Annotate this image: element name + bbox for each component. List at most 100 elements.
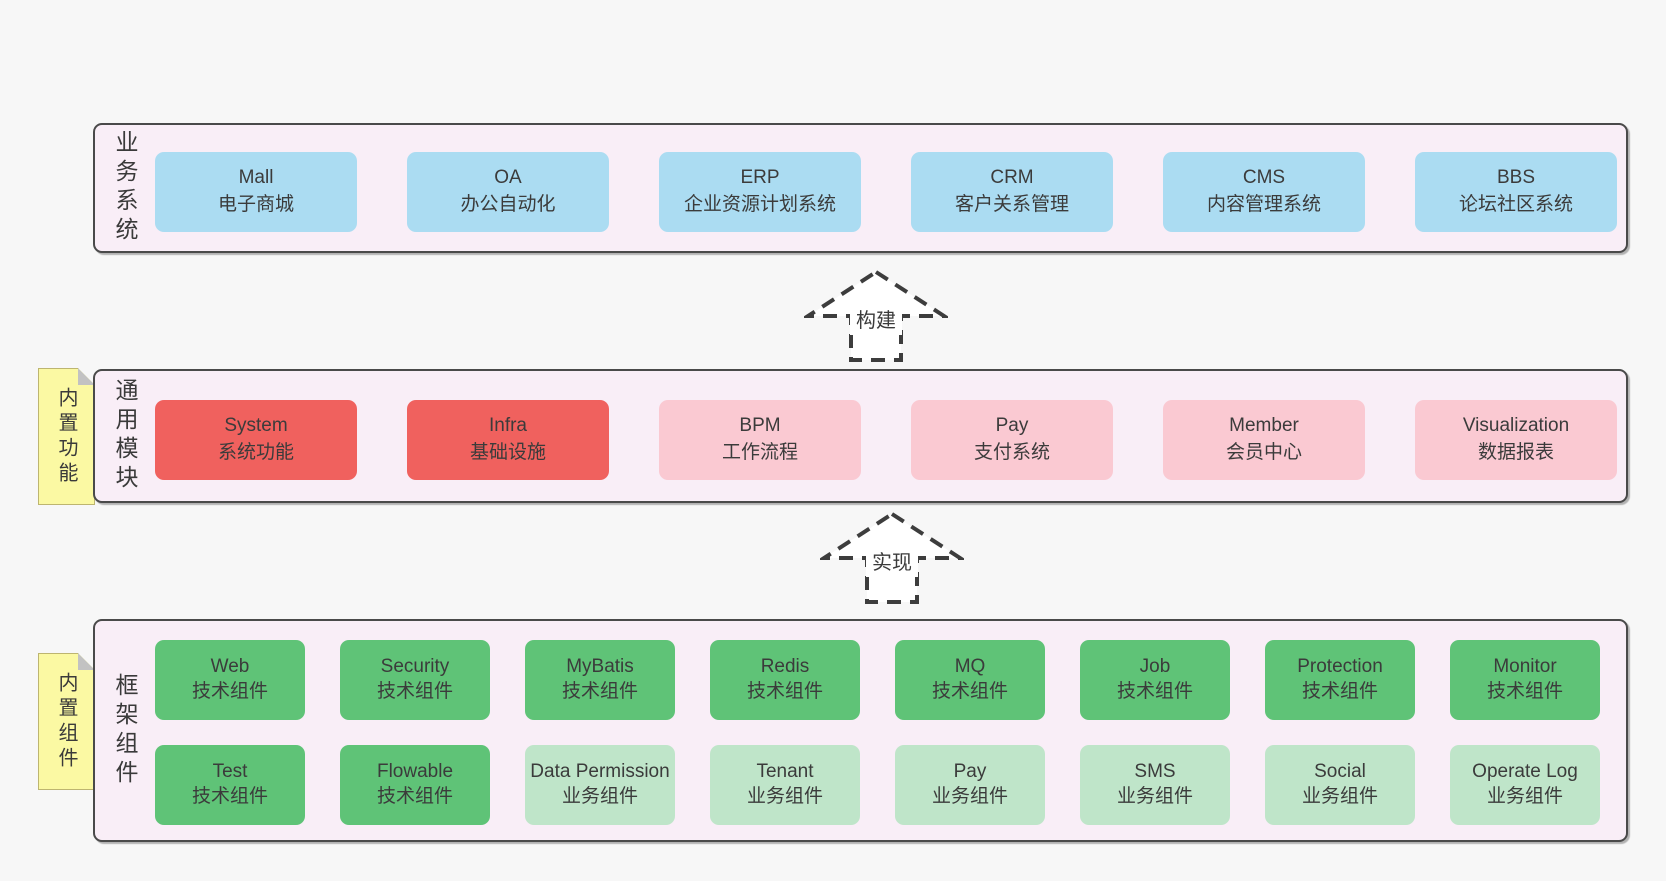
box-title-zh: 业务组件 bbox=[1116, 786, 1193, 807]
box-title-zh: 技术组件 bbox=[1486, 681, 1563, 702]
sticky-note-builtin-features: 内置功能 bbox=[38, 368, 95, 505]
box-title-en: Monitor bbox=[1493, 656, 1557, 678]
box-member: Member 会员中心 bbox=[1163, 400, 1365, 480]
box-title-en: Flowable bbox=[376, 761, 454, 783]
common-modules-row: System 系统功能 Infra 基础设施 BPM 工作流程 Pay 支付系统… bbox=[155, 400, 1617, 480]
arrow-build-icon: 构建 bbox=[804, 268, 948, 364]
box-title-en: Data Permission bbox=[530, 761, 670, 783]
box-title-en: Operate Log bbox=[1472, 761, 1578, 783]
box-title-en: OA bbox=[494, 167, 522, 189]
box-test: Test 技术组件 bbox=[155, 745, 305, 825]
box-operate-log: Operate Log 业务组件 bbox=[1450, 745, 1600, 825]
panel-framework-components: 框架组件 Web 技术组件 Security 技术组件 MyBatis 技术组件… bbox=[93, 619, 1628, 842]
box-title-zh: 技术组件 bbox=[561, 681, 638, 702]
panel-label-common-modules: 通用模块 bbox=[112, 378, 138, 494]
box-pay-component: Pay 业务组件 bbox=[895, 745, 1045, 825]
box-cms: CMS 内容管理系统 bbox=[1163, 152, 1365, 232]
box-title-en: System bbox=[224, 415, 288, 437]
box-title-zh: 业务组件 bbox=[1486, 786, 1563, 807]
box-title-en: Redis bbox=[760, 656, 810, 678]
box-title-en: Pay bbox=[953, 761, 987, 783]
box-oa: OA 办公自动化 bbox=[407, 152, 609, 232]
box-title-zh: 电子商城 bbox=[217, 194, 294, 215]
box-system: System 系统功能 bbox=[155, 400, 357, 480]
business-systems-row: Mall 电子商城 OA 办公自动化 ERP 企业资源计划系统 CRM 客户关系… bbox=[155, 152, 1617, 232]
box-title-en: Member bbox=[1229, 415, 1299, 437]
framework-components-row-1: Web 技术组件 Security 技术组件 MyBatis 技术组件 Redi… bbox=[155, 640, 1600, 720]
box-title-en: BBS bbox=[1496, 167, 1536, 189]
box-title-zh: 技术组件 bbox=[376, 786, 453, 807]
box-title-en: Visualization bbox=[1462, 415, 1570, 437]
arrow-implement-icon: 实现 bbox=[820, 510, 964, 606]
box-title-zh: 技术组件 bbox=[746, 681, 823, 702]
box-title-en: Infra bbox=[488, 415, 528, 437]
box-title-en: Pay bbox=[995, 415, 1029, 437]
box-title-en: CRM bbox=[990, 167, 1034, 189]
box-erp: ERP 企业资源计划系统 bbox=[659, 152, 861, 232]
box-title-zh: 会员中心 bbox=[1225, 442, 1302, 463]
box-title-en: Mall bbox=[238, 167, 274, 189]
box-bpm: BPM 工作流程 bbox=[659, 400, 861, 480]
box-title-en: ERP bbox=[740, 167, 780, 189]
box-data-permission: Data Permission 业务组件 bbox=[525, 745, 675, 825]
box-flowable: Flowable 技术组件 bbox=[340, 745, 490, 825]
panel-label-framework-components: 框架组件 bbox=[112, 672, 138, 789]
box-pay: Pay 支付系统 bbox=[911, 400, 1113, 480]
sticky-label-builtin-components: 内置组件 bbox=[55, 671, 77, 772]
box-bbs: BBS 论坛社区系统 bbox=[1415, 152, 1617, 232]
box-sms: SMS 业务组件 bbox=[1080, 745, 1230, 825]
box-monitor: Monitor 技术组件 bbox=[1450, 640, 1600, 720]
panel-label-business-systems: 业务系统 bbox=[112, 130, 138, 246]
box-infra: Infra 基础设施 bbox=[407, 400, 609, 480]
box-title-zh: 企业资源计划系统 bbox=[683, 194, 836, 215]
box-title-en: Security bbox=[380, 656, 450, 678]
box-title-zh: 技术组件 bbox=[191, 681, 268, 702]
panel-business-systems: 业务系统 Mall 电子商城 OA 办公自动化 ERP 企业资源计划系统 CRM… bbox=[93, 123, 1628, 253]
box-title-zh: 系统功能 bbox=[217, 442, 294, 463]
arrow-implement-label: 实现 bbox=[872, 551, 912, 574]
sticky-label-builtin-features: 内置功能 bbox=[55, 386, 77, 487]
box-title-en: Social bbox=[1314, 761, 1366, 783]
box-title-zh: 论坛社区系统 bbox=[1458, 194, 1573, 215]
box-protection: Protection 技术组件 bbox=[1265, 640, 1415, 720]
box-title-zh: 办公自动化 bbox=[460, 194, 556, 215]
box-job: Job 技术组件 bbox=[1080, 640, 1230, 720]
box-title-zh: 支付系统 bbox=[973, 442, 1050, 463]
box-title-zh: 工作流程 bbox=[721, 442, 798, 463]
box-title-zh: 技术组件 bbox=[191, 786, 268, 807]
box-title-en: Job bbox=[1139, 656, 1171, 678]
box-title-en: Test bbox=[212, 761, 248, 783]
panel-common-modules: 通用模块 System 系统功能 Infra 基础设施 BPM 工作流程 Pay… bbox=[93, 369, 1628, 503]
box-title-en: BPM bbox=[739, 415, 781, 437]
box-title-zh: 内容管理系统 bbox=[1206, 194, 1321, 215]
box-security: Security 技术组件 bbox=[340, 640, 490, 720]
box-title-en: Protection bbox=[1297, 656, 1383, 678]
box-web: Web 技术组件 bbox=[155, 640, 305, 720]
box-title-en: MyBatis bbox=[566, 656, 634, 678]
box-mall: Mall 电子商城 bbox=[155, 152, 357, 232]
box-title-zh: 技术组件 bbox=[376, 681, 453, 702]
box-crm: CRM 客户关系管理 bbox=[911, 152, 1113, 232]
box-redis: Redis 技术组件 bbox=[710, 640, 860, 720]
sticky-note-builtin-components: 内置组件 bbox=[38, 653, 95, 790]
box-title-zh: 业务组件 bbox=[561, 786, 638, 807]
box-title-zh: 业务组件 bbox=[1301, 786, 1378, 807]
box-title-zh: 业务组件 bbox=[746, 786, 823, 807]
box-social: Social 业务组件 bbox=[1265, 745, 1415, 825]
box-title-en: CMS bbox=[1242, 167, 1286, 189]
box-title-en: Tenant bbox=[756, 761, 814, 783]
box-title-zh: 技术组件 bbox=[1301, 681, 1378, 702]
framework-components-row-2: Test 技术组件 Flowable 技术组件 Data Permission … bbox=[155, 745, 1600, 825]
box-mq: MQ 技术组件 bbox=[895, 640, 1045, 720]
box-mybatis: MyBatis 技术组件 bbox=[525, 640, 675, 720]
box-title-zh: 技术组件 bbox=[1116, 681, 1193, 702]
box-title-zh: 业务组件 bbox=[931, 786, 1008, 807]
box-title-zh: 客户关系管理 bbox=[954, 194, 1069, 215]
box-title-zh: 技术组件 bbox=[931, 681, 1008, 702]
box-title-en: Web bbox=[210, 656, 250, 678]
box-title-en: MQ bbox=[954, 656, 986, 678]
box-title-zh: 基础设施 bbox=[469, 442, 546, 463]
box-title-en: SMS bbox=[1134, 761, 1176, 783]
box-tenant: Tenant 业务组件 bbox=[710, 745, 860, 825]
